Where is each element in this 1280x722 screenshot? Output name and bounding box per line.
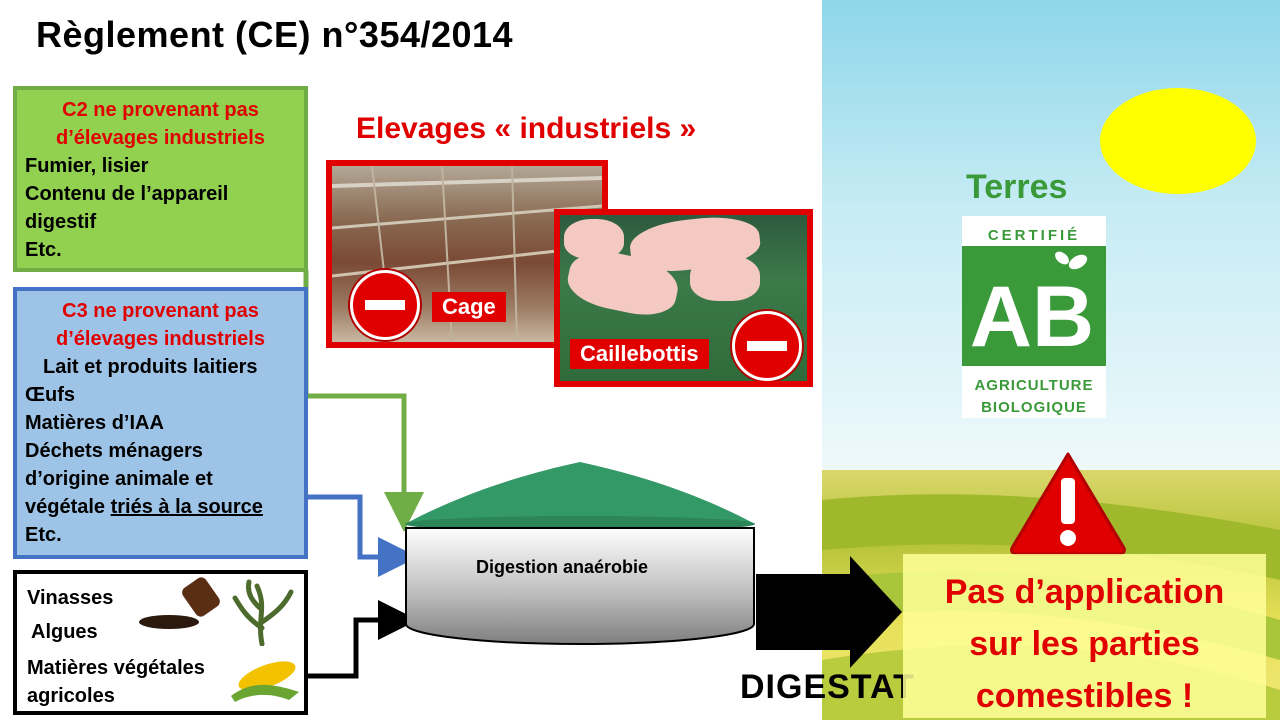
no-entry-icon <box>350 270 420 340</box>
c2-item: Fumier, lisier <box>25 155 149 177</box>
veg-item-algues: Algues <box>31 621 98 643</box>
digester-roof <box>405 462 755 532</box>
caillebottis-label: Caillebottis <box>570 339 709 369</box>
digestat-arrow <box>756 556 902 668</box>
digester-label: Digestion anaérobie <box>476 557 649 577</box>
c3-item: Etc. <box>25 524 62 546</box>
warning-line-2: sur les parties <box>969 625 1200 663</box>
page-title: Règlement (CE) n°354/2014 <box>36 14 514 55</box>
ab-agriculture-text: AGRICULTURE <box>974 377 1093 394</box>
ab-biologique-text: BIOLOGIQUE <box>981 399 1087 416</box>
ab-logo: CERTIFIÉ AB AGRICULTURE BIOLOGIQUE <box>962 216 1106 418</box>
elevages-title: Elevages « industriels » <box>356 112 697 145</box>
ab-letters: AB <box>970 269 1094 365</box>
no-entry-icon <box>732 311 802 381</box>
c3-item: Lait et produits laitiers <box>43 356 258 378</box>
warning-line-3: comestibles ! <box>975 677 1194 715</box>
terres-label: Terres <box>966 168 1068 206</box>
c2-box: C2 ne provenant pas d’élevages industrie… <box>13 86 308 272</box>
c3-item: Déchets ménagers <box>25 440 203 462</box>
caillebottis-photo: Caillebottis <box>554 209 813 387</box>
c2-item: Contenu de l’appareil <box>25 183 229 205</box>
veg-connector <box>306 600 418 679</box>
sun-illustration <box>1100 88 1256 194</box>
c3-item: Matières d’IAA <box>25 412 164 434</box>
c3-item: Œufs <box>25 384 75 406</box>
corn-icon <box>231 661 299 702</box>
digestat-label: DIGESTAT <box>740 668 915 706</box>
veg-item-vinasses: Vinasses <box>27 587 114 609</box>
c3-item: d’origine animale et <box>25 468 213 490</box>
c2-item: digestif <box>25 211 97 233</box>
c3-item-last: végétale triés à la source <box>25 493 296 521</box>
c2-item: Etc. <box>25 239 62 261</box>
cage-label: Cage <box>432 292 506 322</box>
seaweed-icon <box>232 579 294 646</box>
c3-heading-2: d’élevages industriels <box>56 328 265 350</box>
digester-tank <box>405 527 755 645</box>
c3-last-prefix: végétale <box>25 496 111 518</box>
c3-box: C3 ne provenant pas d’élevages industrie… <box>13 287 308 559</box>
vegetal-box: Vinasses Algues Matières végétales agric… <box>13 570 308 715</box>
warning-icon <box>1010 452 1126 556</box>
c3-underlined-text: triés à la source <box>110 496 263 518</box>
veg-item-matieres: Matières végétales <box>27 657 205 679</box>
vinasse-bottle-icon <box>139 577 220 629</box>
warning-line-1: Pas d’application <box>944 573 1225 611</box>
c2-heading-1: C2 ne provenant pas <box>62 99 259 121</box>
c3-heading-1: C3 ne provenant pas <box>62 300 259 322</box>
warning-text: Pas d’application sur les parties comest… <box>903 566 1266 722</box>
warning-box <box>903 554 1266 718</box>
ab-certifie-text: CERTIFIÉ <box>988 227 1080 244</box>
c2-heading-2: d’élevages industriels <box>56 127 265 149</box>
veg-item-agricoles: agricoles <box>27 685 115 707</box>
c3-connector <box>306 494 418 577</box>
